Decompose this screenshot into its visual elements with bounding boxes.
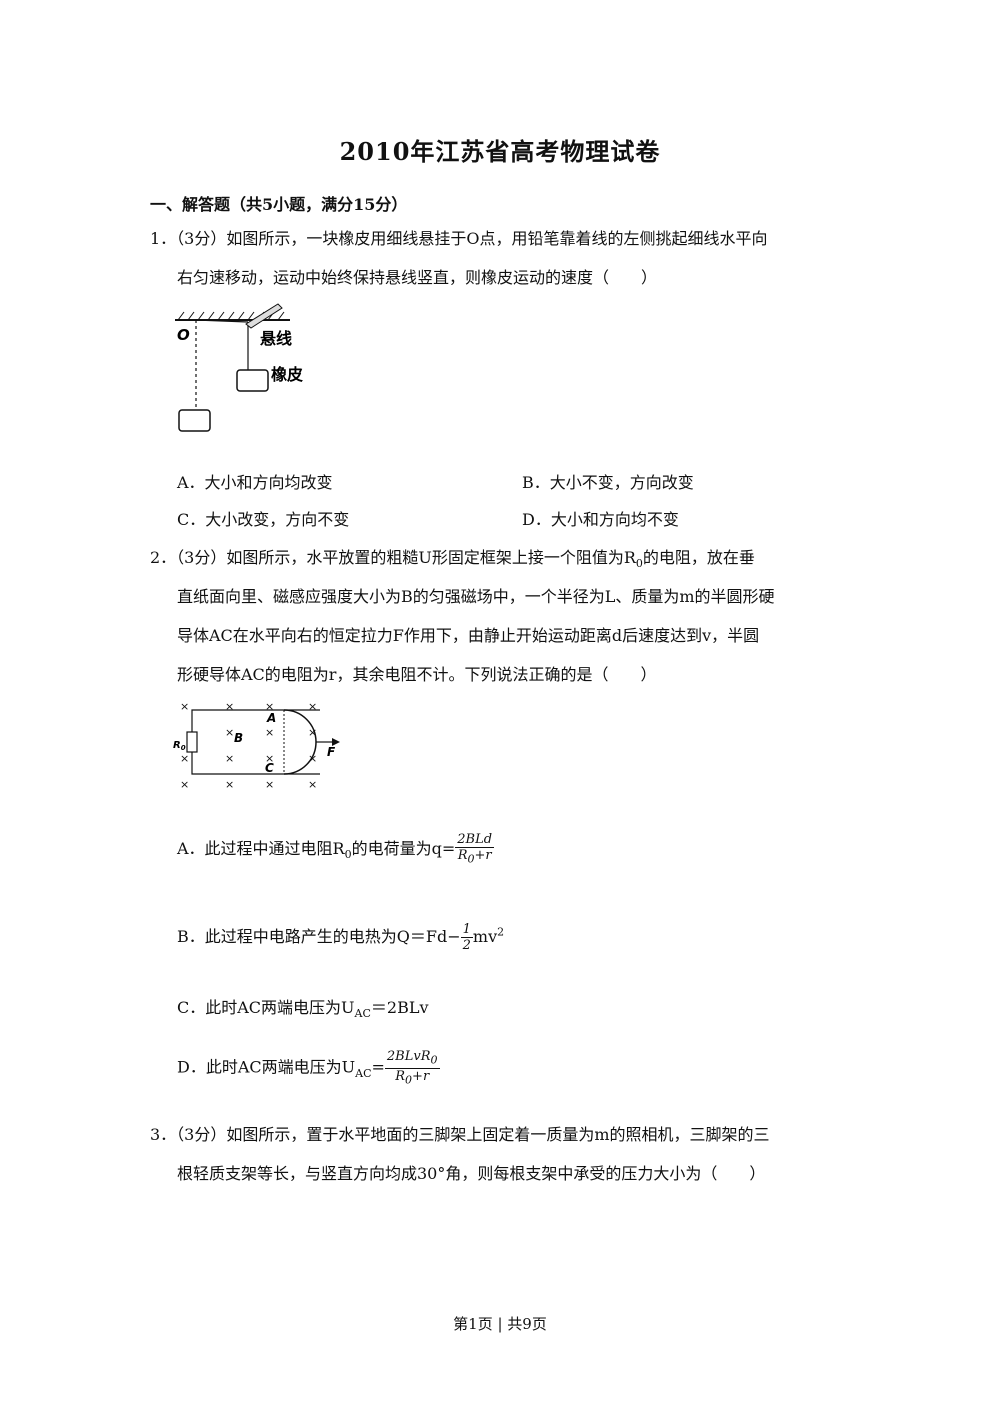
svg-text:×: × [225,700,234,713]
q1-option-c: C．大小改变，方向不变 [177,510,350,529]
q1-option-b: B．大小不变，方向改变 [522,473,694,492]
svg-text:×: × [225,778,234,791]
q1-line-2: 右匀速移动，运动中始终保持悬线竖直，则橡皮运动的速度（ ） [177,268,658,287]
q2-fig-r-label: R0 [173,740,186,752]
page-footer: 第1页 | 共9页 [453,1315,547,1333]
svg-text:×: × [265,752,274,765]
q2-fig-c-label: C [265,761,274,775]
q1-fig-eraser-label: 橡皮 [271,365,303,384]
q2-line-2: 直纸面向里、磁感应强度大小为B的匀强磁场中，一个半径为L、质量为m的半圆形硬 [177,587,775,606]
q2-option-c: C．此时AC两端电压为UAC＝2BLv [177,998,429,1021]
q1-fig-line-label: 悬线 [259,329,292,348]
svg-text:×: × [180,700,189,713]
q2-line-4: 形硬导体AC的电阻为r，其余电阻不计。下列说法正确的是（ ） [177,665,657,684]
q2-line-3: 导体AC在水平向右的恒定拉力F作用下，由静止开始运动距离d后速度达到v，半圆 [177,626,760,645]
q2-figure: × × × × × × × × × × × × × × × R0 B A C F [173,700,340,791]
q1-option-d: D．大小和方向均不变 [522,510,679,529]
svg-text:×: × [180,778,189,791]
q1-fig-o-label: O [177,326,190,344]
q1-line-1: 1．（3分）如图所示，一块橡皮用细线悬挂于O点，用铅笔靠着线的左侧挑起细线水平向 [150,229,768,248]
q1-figure: O 悬线 橡皮 [175,303,303,432]
q3-line-1: 3．（3分）如图所示，置于水平地面的三脚架上固定着一质量为m的照相机，三脚架的三 [150,1125,770,1144]
svg-text:×: × [308,726,317,739]
magnetic-field-crosses: × × × × × × × × × × × × × × × [180,700,317,791]
q3-line-2: 根轻质支架等长，与竖直方向均成30°角，则每根支架中承受的压力大小为（ ） [177,1164,766,1183]
page-title: 2010年江苏省高考物理试卷 [339,137,661,166]
svg-text:×: × [308,700,317,713]
svg-text:×: × [265,726,274,739]
q2-fig-f-label: F [327,745,336,759]
svg-text:×: × [225,726,234,739]
q1-option-a: A．大小和方向均改变 [177,473,333,492]
svg-text:×: × [308,752,317,765]
q2-line-1: 2．（3分）如图所示，水平放置的粗糙U形固定框架上接一个阻值为R0的电阻，放在垂 [150,548,755,571]
svg-text:×: × [265,778,274,791]
q2-fig-a-label: A [266,711,276,725]
svg-text:×: × [225,752,234,765]
svg-text:×: × [180,752,189,765]
svg-text:×: × [265,700,274,713]
q2-fig-b-label: B [234,731,243,745]
section-heading: 一、解答题（共5小题，满分15分） [150,195,408,214]
svg-text:×: × [308,778,317,791]
